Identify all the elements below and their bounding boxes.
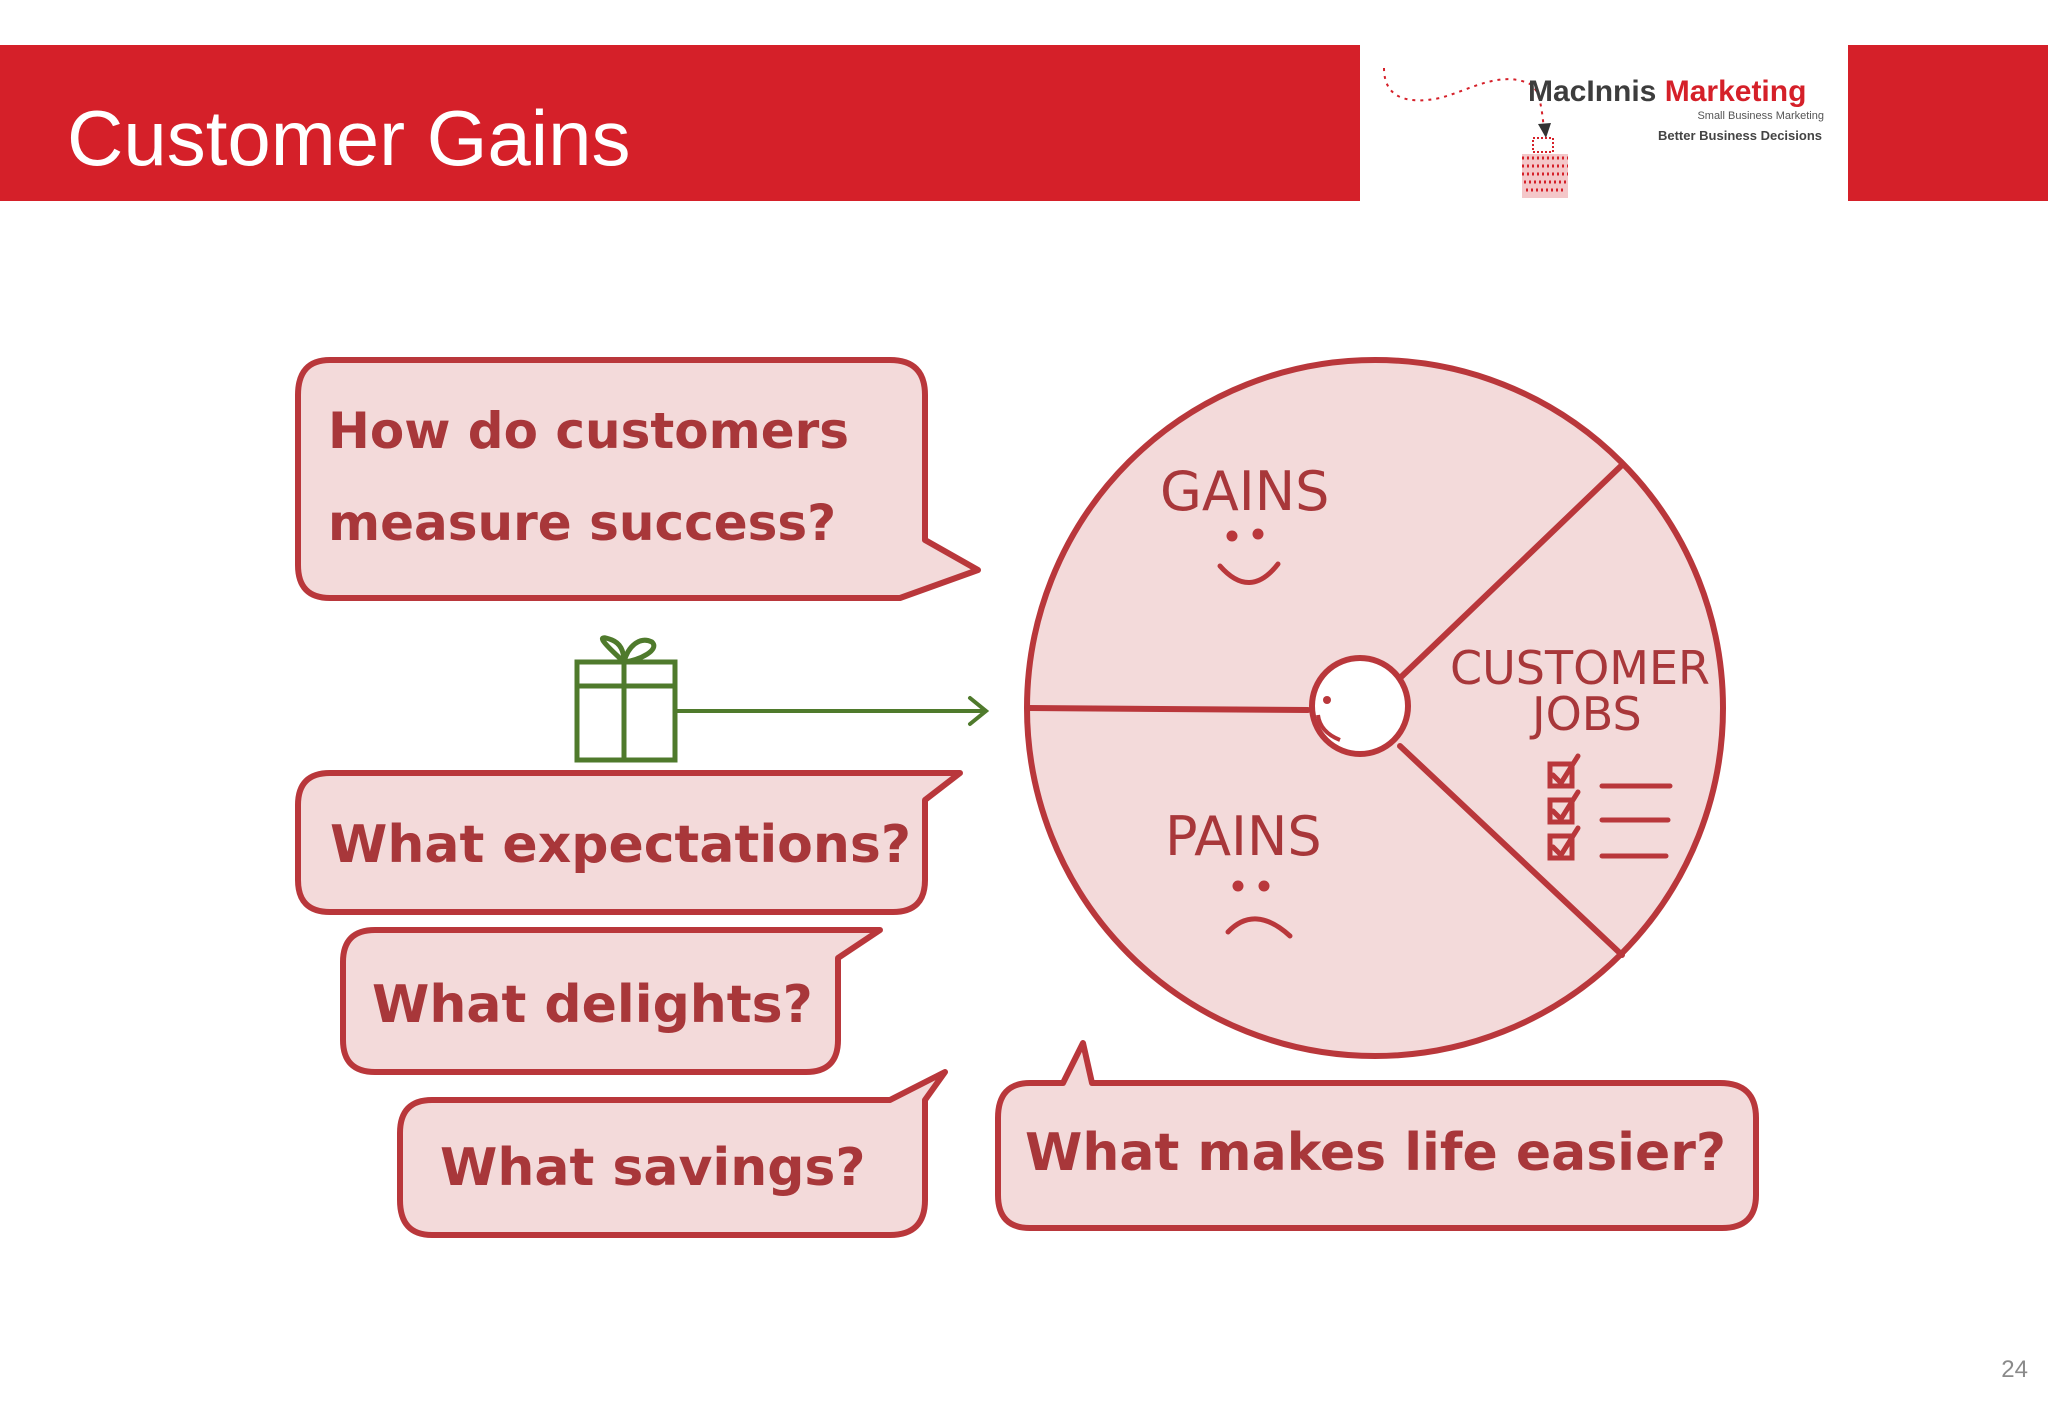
circle-dividers xyxy=(1025,462,1625,958)
bubble-expectations xyxy=(295,770,963,915)
checklist-icon xyxy=(1547,753,1673,861)
arrow-to-circle xyxy=(673,696,990,726)
pains-label: PAINS xyxy=(1165,805,1322,868)
customer-jobs-label-line1: CUSTOMER xyxy=(1450,641,1710,695)
logo-tagline: Small Business Marketing xyxy=(1697,110,1824,122)
logo xyxy=(1360,45,1848,201)
bubble-measure-line1: How do customers xyxy=(328,402,849,460)
smile-icon xyxy=(1217,528,1281,585)
bubble-delights-text: What delights? xyxy=(372,975,813,1035)
frown-icon xyxy=(1225,880,1293,939)
page-number: 24 xyxy=(2001,1356,2028,1383)
logo-name-part1: MacInnis xyxy=(1528,75,1657,108)
logo-subtagline: Better Business Decisions xyxy=(1657,128,1822,143)
bubble-easier xyxy=(995,1040,1759,1231)
bubble-delights xyxy=(340,927,883,1075)
bubble-measure-line2: measure success? xyxy=(328,494,836,552)
bubble-easier-text: What makes life easier? xyxy=(1025,1123,1726,1183)
logo-name: MacInnis Marketing xyxy=(1528,74,1806,110)
header-banner-right xyxy=(1848,45,2048,201)
bubble-expectations-text: What expectations? xyxy=(330,815,911,875)
gains-label: GAINS xyxy=(1160,460,1329,523)
slide-title: Customer Gains xyxy=(67,94,631,182)
bubble-savings xyxy=(397,1069,948,1238)
header-banner xyxy=(0,45,1360,201)
face-eye xyxy=(1323,696,1331,704)
bubble-measure-success xyxy=(295,357,981,601)
face-mouth xyxy=(1316,714,1341,742)
logo-name-part2: Marketing xyxy=(1664,75,1807,108)
shopping-basket-icon xyxy=(1383,67,1568,198)
customer-jobs-label-line2: JOBS xyxy=(1529,687,1642,741)
bubble-savings-text: What savings? xyxy=(440,1138,866,1198)
gift-icon xyxy=(574,635,678,763)
customer-face-icon xyxy=(1309,655,1411,757)
